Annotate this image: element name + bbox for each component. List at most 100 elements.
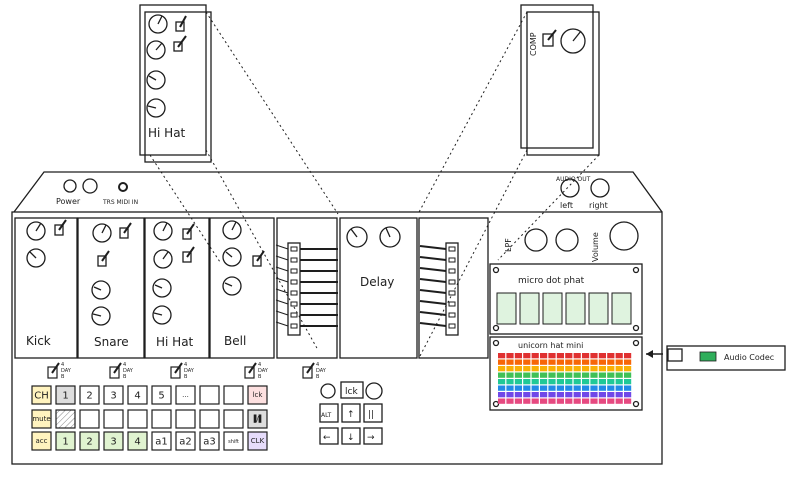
toggle-label: B: [184, 374, 188, 380]
toggle-label: DAY: [184, 368, 195, 374]
keypad-key[interactable]: [199, 409, 220, 429]
keypad-key[interactable]: [151, 409, 172, 429]
led-cell: [506, 372, 514, 378]
led-cell: [624, 392, 632, 398]
led-cell: [582, 385, 590, 391]
keypad-key[interactable]: 5: [151, 385, 172, 405]
patch-bay-right: [418, 217, 489, 359]
jack-icon: [448, 246, 456, 252]
led-cell: [540, 372, 548, 378]
led-cell: [582, 372, 590, 378]
key-label: a3: [203, 437, 216, 448]
led-cell: [598, 398, 606, 404]
alt-button[interactable]: [319, 403, 339, 423]
keypad-key[interactable]: [103, 409, 124, 429]
keypad-key[interactable]: ...: [175, 385, 196, 405]
keypad-key[interactable]: [175, 409, 196, 429]
keypad-key[interactable]: [199, 385, 220, 405]
led-cell: [590, 392, 598, 398]
down-arrow-icon: ↓: [347, 433, 355, 443]
jack-icon: [290, 257, 298, 263]
led-cell: [556, 353, 564, 359]
led-cell: [607, 379, 615, 385]
keypad-key[interactable]: 4: [127, 385, 148, 405]
keypad-key[interactable]: [79, 409, 100, 429]
left-button[interactable]: [319, 427, 339, 445]
led-cell: [498, 366, 506, 372]
keypad-key[interactable]: lck: [247, 385, 268, 405]
right-button[interactable]: [363, 427, 383, 445]
led-cell: [556, 379, 564, 385]
key-label: CLK: [251, 437, 265, 445]
keypad-key[interactable]: a3: [199, 431, 220, 451]
led-cell: [523, 366, 531, 372]
led-cell: [573, 379, 581, 385]
switch-icon: [542, 33, 554, 47]
led-cell: [607, 366, 615, 372]
midi-jack-icon: [118, 182, 128, 192]
led-cell: [590, 359, 598, 365]
led-cell: [598, 392, 606, 398]
toggle-label: DAY: [316, 368, 327, 374]
key-label: 4: [134, 391, 140, 402]
keypad-key[interactable]: 1: [55, 385, 76, 405]
led-cell: [624, 353, 632, 359]
led-cell: [540, 353, 548, 359]
switch-icon: [97, 255, 107, 267]
lck-button[interactable]: [340, 381, 364, 399]
keypad-key[interactable]: mute: [31, 409, 52, 429]
keypad-key[interactable]: 2: [79, 431, 100, 451]
led-cell: [565, 379, 573, 385]
keypad-key[interactable]: [223, 385, 244, 405]
keypad-key[interactable]: shift: [223, 431, 244, 451]
switch-icon: [252, 255, 262, 267]
keypad-key[interactable]: 1: [55, 431, 76, 451]
pause-button[interactable]: [363, 403, 383, 423]
up-button[interactable]: [341, 403, 361, 423]
switch-icon: [182, 228, 192, 240]
keypad-key[interactable]: [55, 409, 76, 429]
keypad-key[interactable]: CLK: [247, 431, 268, 451]
led-cell: [598, 366, 606, 372]
main-body: [11, 211, 663, 465]
knob-icon: [365, 382, 383, 400]
key-label: 5: [158, 391, 164, 402]
led-cell: [514, 385, 522, 391]
keypad-key[interactable]: 4: [127, 431, 148, 451]
keypad-key[interactable]: [223, 409, 244, 429]
keypad-key[interactable]: 3: [103, 385, 124, 405]
led-cell: [540, 385, 548, 391]
led-cell: [556, 366, 564, 372]
led-cell: [624, 359, 632, 365]
keypad-key[interactable]: CH: [31, 385, 52, 405]
keypad-key[interactable]: ▐/▌: [247, 409, 268, 429]
keypad-key[interactable]: a2: [175, 431, 196, 451]
led-cell: [624, 379, 632, 385]
led-cell: [531, 372, 539, 378]
led-cell: [523, 398, 531, 404]
led-cell: [573, 372, 581, 378]
led-cell: [607, 372, 615, 378]
right-arrow-icon: →: [367, 433, 375, 443]
jack-icon: [448, 323, 456, 329]
keypad-key[interactable]: 3: [103, 431, 124, 451]
led-cell: [582, 366, 590, 372]
keypad-key[interactable]: acc: [31, 431, 52, 451]
down-button[interactable]: [341, 427, 361, 445]
led-cell: [506, 392, 514, 398]
led-cell: [548, 359, 556, 365]
led-cell: [573, 385, 581, 391]
jack-icon: [448, 268, 456, 274]
led-cell: [556, 372, 564, 378]
toggle-label: B: [258, 374, 262, 380]
keypad-key[interactable]: [127, 409, 148, 429]
led-cell: [514, 359, 522, 365]
keypad-key[interactable]: 2: [79, 385, 100, 405]
keypad-key[interactable]: a1: [151, 431, 172, 451]
led-cell: [531, 385, 539, 391]
